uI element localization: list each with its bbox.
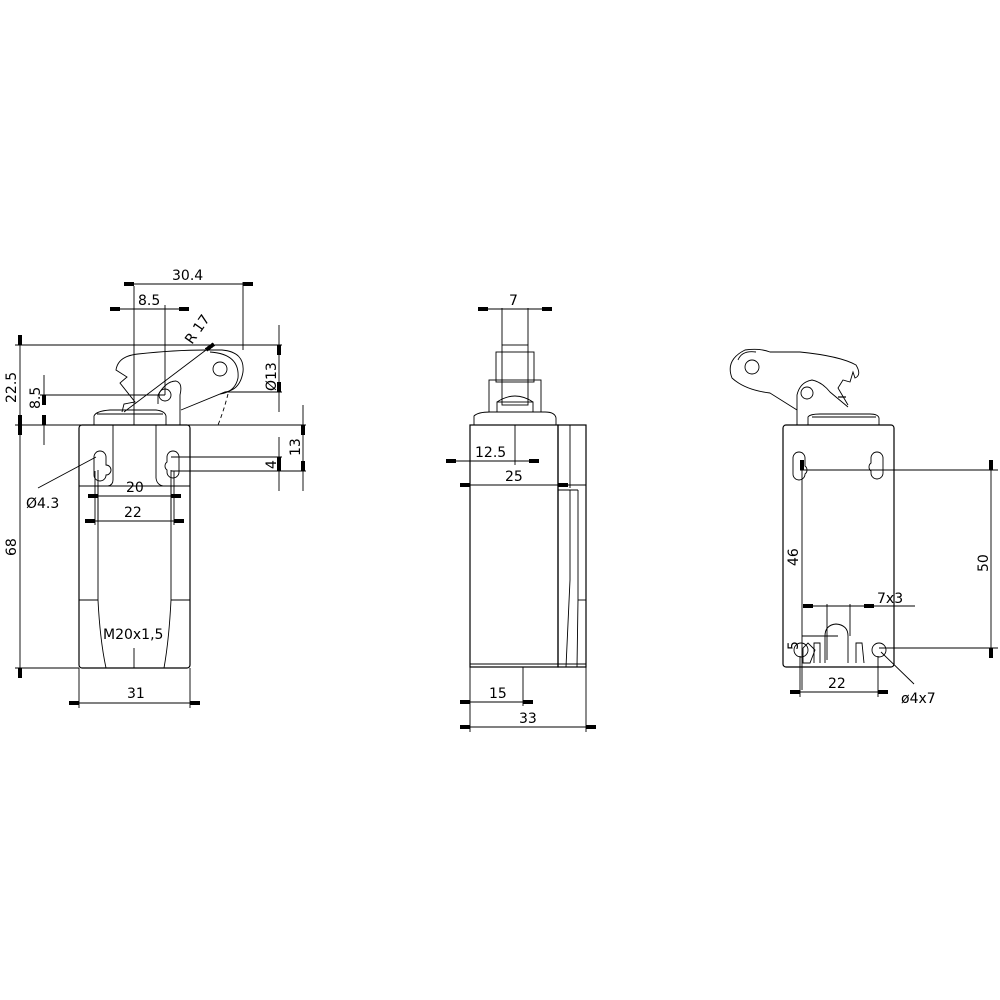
dim-15: 15: [489, 686, 507, 702]
dim-31: 31: [127, 686, 145, 702]
dim-8-5-top: 8.5: [138, 293, 160, 309]
dim-22: 22: [124, 505, 142, 521]
roller: [501, 344, 529, 406]
thread-label: M20x1,5: [103, 627, 163, 643]
roller-hole: [212, 361, 228, 377]
dim-7x3: 7x3: [877, 591, 903, 607]
dim-12-5: 12.5: [475, 445, 506, 461]
rear-body: [782, 424, 895, 668]
dim-dia-4-3: Ø4.3: [26, 496, 59, 512]
dim-dia-4x7: ø4x7: [901, 691, 936, 707]
dim-20: 20: [126, 480, 144, 496]
dim-dia-13: Ø13: [264, 362, 280, 391]
dim-13: 13: [288, 438, 304, 456]
lever-arm: [115, 349, 244, 413]
dim-22-5: 22.5: [4, 372, 20, 403]
dim-68: 68: [4, 538, 20, 556]
side-view: 7 12.5 25 15 33: [446, 293, 596, 732]
dim-50: 50: [976, 554, 992, 572]
dim-33: 33: [519, 711, 537, 727]
dim-7: 7: [509, 293, 518, 309]
dim-5: 5: [786, 641, 802, 650]
dim-4: 4: [264, 460, 280, 469]
dim-8-5-left: 8.5: [28, 387, 44, 409]
bottom-hole: [871, 642, 887, 658]
dim-30-4: 30.4: [172, 268, 203, 284]
rear-view: 46 50 7x3 5 22 ø4x7: [729, 348, 998, 707]
dim-r17: R 17: [182, 312, 213, 347]
front-view: M20x1,5 R 17 30.4 8.5 22.5 8: [4, 268, 306, 708]
dim-25: 25: [505, 469, 523, 485]
dim-46: 46: [786, 548, 802, 566]
rear-lever: [729, 348, 860, 411]
mount-slot-left: [93, 450, 112, 482]
dim-22-rear: 22: [828, 676, 846, 692]
mount-slot-right: [164, 450, 180, 479]
